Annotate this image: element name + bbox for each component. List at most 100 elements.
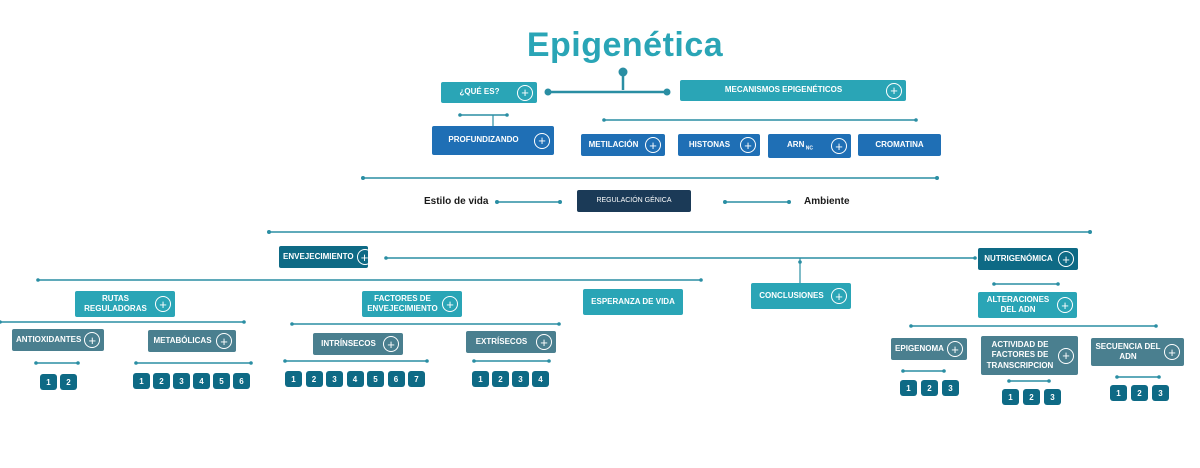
node-factores[interactable]: FACTORES DE ENVEJECIMIENTO+: [362, 291, 462, 317]
extrinsecos-item-1[interactable]: 1: [472, 371, 489, 387]
metabolicas-item-2[interactable]: 2: [153, 373, 170, 389]
node-label: ENVEJECIMIENTO: [283, 251, 354, 261]
plus-circle-icon[interactable]: +: [831, 138, 847, 154]
secuencia-item-1[interactable]: 1: [1110, 385, 1127, 401]
connector-dot: [663, 88, 671, 96]
node-label: MECANISMOS EPIGENÉTICOS: [724, 85, 843, 95]
node-histonas[interactable]: HISTONAS +: [678, 134, 760, 156]
connector-dot: [249, 361, 253, 365]
metabolicas-item-1[interactable]: 1: [133, 373, 150, 389]
secuencia-item-3[interactable]: 3: [1152, 385, 1169, 401]
node-metilacion[interactable]: METILACIÓN +: [581, 134, 665, 156]
metabolicas-item-4[interactable]: 4: [193, 373, 210, 389]
node-rutas[interactable]: RUTAS REGULADORAS+: [75, 291, 175, 317]
connector-dot: [901, 369, 905, 373]
plus-circle-icon[interactable]: +: [84, 332, 101, 348]
plus-circle-icon[interactable]: +: [886, 82, 902, 99]
metabolicas-item-6[interactable]: 6: [233, 373, 250, 389]
connector-dot: [942, 369, 946, 373]
node-arn[interactable]: ARN NC+: [768, 134, 851, 158]
node-regulacion[interactable]: REGULACIÓN GÉNICA: [577, 190, 691, 212]
plus-circle-icon[interactable]: +: [534, 132, 550, 149]
node-metabolicas[interactable]: METABÓLICAS +: [148, 330, 236, 352]
connector-dot: [935, 176, 939, 180]
intrinsecos-item-4[interactable]: 4: [346, 371, 364, 387]
connector-dot: [973, 256, 977, 260]
plus-circle-icon[interactable]: +: [947, 341, 963, 357]
plus-circle-icon[interactable]: +: [831, 288, 847, 304]
plus-circle-icon[interactable]: +: [383, 336, 399, 352]
plus-circle-icon[interactable]: +: [517, 84, 533, 101]
connector-dot: [76, 361, 80, 365]
connector-dot: [544, 88, 552, 96]
connector-dot: [458, 113, 462, 117]
connector-dot: [1154, 324, 1158, 328]
node-esperanza[interactable]: ESPERANZA DE VIDA: [583, 289, 683, 315]
intrinsecos-item-3[interactable]: 3: [326, 371, 343, 387]
plus-circle-icon[interactable]: +: [645, 137, 661, 153]
intrinsecos-item-5[interactable]: 5: [367, 371, 384, 387]
secuencia-item-2[interactable]: 2: [1131, 385, 1148, 401]
metabolicas-item-3[interactable]: 3: [173, 373, 190, 389]
intrinsecos-item-2[interactable]: 2: [305, 371, 323, 387]
extrinsecos-item-2[interactable]: 2: [492, 371, 509, 387]
node-envejecimiento[interactable]: ENVEJECIMIENTO+: [279, 246, 373, 268]
plus-circle-icon[interactable]: +: [1164, 344, 1180, 360]
node-label: EPIGENOMA: [895, 343, 944, 353]
connector-dot: [0, 320, 2, 324]
plus-circle-icon[interactable]: +: [442, 296, 458, 312]
extrinsecos-item-4[interactable]: 4: [532, 371, 549, 387]
node-que-es[interactable]: ¿QUÉ ES?+: [441, 82, 537, 103]
estilo-de-vida-label: Estilo de vida: [424, 196, 489, 207]
extrinsecos-item-3[interactable]: 3: [512, 371, 529, 387]
connector-dot: [1088, 230, 1092, 234]
actividad-item-2[interactable]: 2: [1023, 389, 1040, 405]
node-antioxidantes[interactable]: ANTIOXIDANTES+: [12, 329, 104, 351]
epigenoma-item-2[interactable]: 2: [921, 380, 938, 396]
node-secuencia[interactable]: SECUENCIA DEL ADN+: [1091, 338, 1184, 366]
node-alteraciones[interactable]: ALTERACIONES DEL ADN+: [978, 292, 1077, 318]
node-intrinsecos[interactable]: INTRÍNSECOS +: [313, 333, 403, 355]
node-label: METABÓLICAS: [153, 335, 212, 345]
connector-dot: [1157, 375, 1161, 379]
intrinsecos-item-7[interactable]: 7: [408, 371, 425, 387]
node-profundizando[interactable]: PROFUNDIZANDO+: [432, 126, 554, 155]
node-label: ACTIVIDAD DE FACTORES DE TRANSCRIPCION: [986, 339, 1054, 370]
intrinsecos-item-1[interactable]: 1: [285, 371, 302, 387]
node-nutrigenomica[interactable]: NUTRIGENÓMICA+: [978, 248, 1078, 270]
actividad-item-3[interactable]: 3: [1044, 389, 1061, 405]
node-conclusiones[interactable]: CONCLUSIONES +: [751, 283, 851, 309]
epigenoma-item-1[interactable]: 1: [900, 380, 917, 396]
node-label: INTRÍNSECOS: [321, 338, 376, 348]
connector-dot: [787, 200, 791, 204]
node-label: ANTIOXIDANTES: [16, 334, 82, 344]
plus-circle-icon[interactable]: +: [216, 333, 232, 349]
node-label: HISTONAS: [688, 139, 731, 149]
node-mecanismos[interactable]: MECANISMOS EPIGENÉTICOS +: [680, 80, 906, 101]
epigenoma-item-3[interactable]: 3: [942, 380, 959, 396]
connector-dot: [472, 359, 476, 363]
connector-dot: [267, 230, 271, 234]
plus-circle-icon[interactable]: +: [740, 137, 756, 153]
node-cromatina[interactable]: CROMATINA: [858, 134, 941, 156]
node-label: METILACIÓN: [588, 139, 639, 149]
plus-circle-icon[interactable]: +: [356, 249, 373, 265]
plus-circle-icon[interactable]: +: [536, 334, 552, 350]
metabolicas-item-5[interactable]: 5: [213, 373, 230, 389]
antioxidantes-item-1[interactable]: 1: [40, 374, 57, 390]
plus-circle-icon[interactable]: +: [1058, 347, 1074, 364]
connector-dot: [290, 322, 294, 326]
antioxidantes-item-2[interactable]: 2: [60, 374, 77, 390]
node-extrinsecos[interactable]: EXTRÍSECOS+: [466, 331, 556, 353]
plus-circle-icon[interactable]: +: [1058, 251, 1074, 267]
node-label: CONCLUSIONES: [759, 290, 824, 300]
plus-circle-icon[interactable]: +: [1057, 297, 1073, 313]
connector-dot: [384, 256, 388, 260]
plus-circle-icon[interactable]: +: [155, 296, 171, 312]
node-epigenoma[interactable]: EPIGENOMA+: [891, 338, 967, 360]
intrinsecos-item-6[interactable]: 6: [387, 371, 405, 387]
node-actividad[interactable]: ACTIVIDAD DE FACTORES DE TRANSCRIPCION+: [981, 336, 1078, 375]
actividad-item-1[interactable]: 1: [1002, 389, 1019, 405]
connector-dot: [798, 260, 802, 264]
